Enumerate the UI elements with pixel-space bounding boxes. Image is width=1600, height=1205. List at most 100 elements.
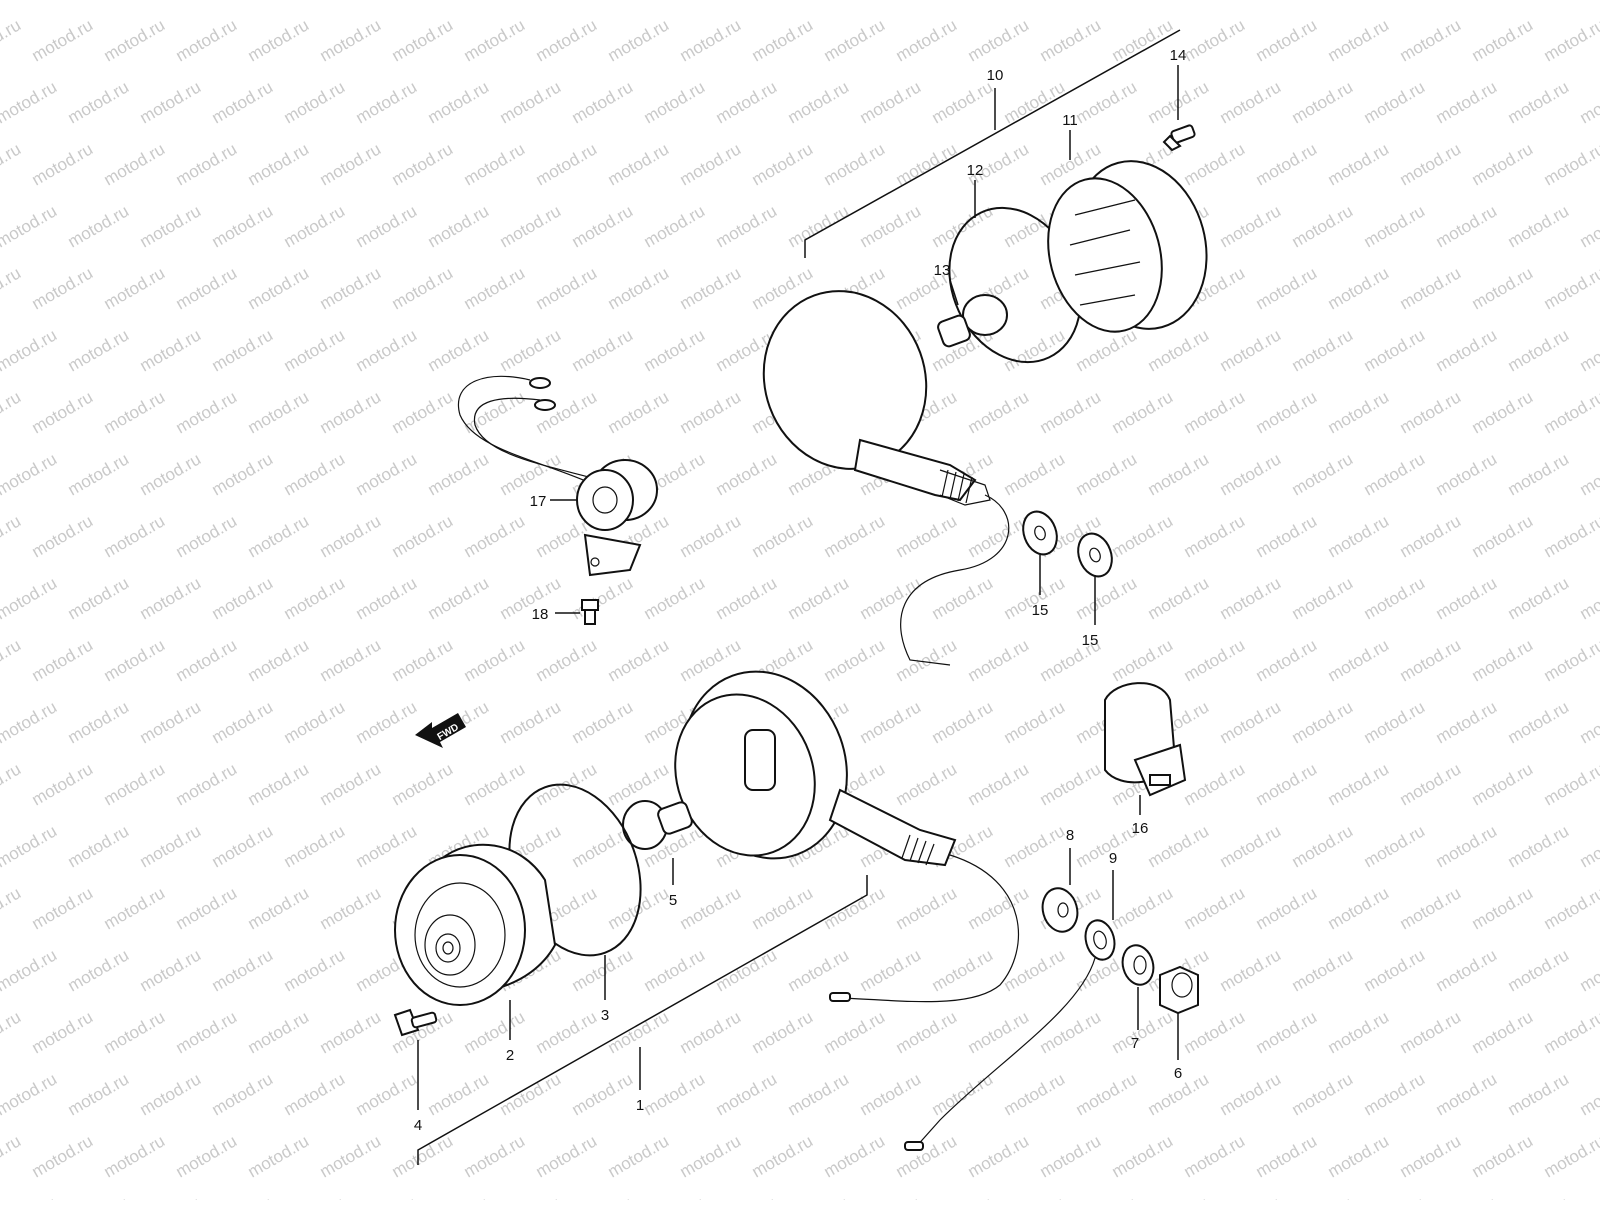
watermark-text: motod.ru xyxy=(1001,1069,1069,1119)
watermark-text: motod.ru xyxy=(1145,821,1213,871)
watermark-text: motod.ru xyxy=(281,1193,349,1200)
watermark-text: motod.ru xyxy=(245,387,313,437)
watermark-text: motod.ru xyxy=(1073,449,1141,499)
watermark-text: motod.ru xyxy=(1361,77,1429,127)
watermark-text: motod.ru xyxy=(857,1193,925,1200)
watermark-text: motod.ru xyxy=(641,945,709,995)
watermark-text: motod.ru xyxy=(317,1131,385,1181)
watermark-text: motod.ru xyxy=(245,139,313,189)
watermark-text: motod.ru xyxy=(317,635,385,685)
watermark-text: motod.ru xyxy=(461,1007,529,1057)
watermark-text: motod.ru xyxy=(965,387,1033,437)
watermark-text: motod.ru xyxy=(29,139,97,189)
watermark-text: motod.ru xyxy=(0,759,24,809)
watermark-text: motod.ru xyxy=(1073,1193,1141,1200)
watermark-text: motod.ru xyxy=(569,325,637,375)
watermark-text: motod.ru xyxy=(569,1069,637,1119)
watermark-text: motod.ru xyxy=(209,1069,277,1119)
watermark-text: motod.ru xyxy=(29,387,97,437)
watermark-text: motod.ru xyxy=(209,697,277,747)
watermark-text: motod.ru xyxy=(65,573,133,623)
watermark-text: motod.ru xyxy=(677,387,745,437)
watermark-text: motod.ru xyxy=(317,883,385,933)
watermark-text: motod.ru xyxy=(137,821,205,871)
watermark-text: motod.ru xyxy=(1181,759,1249,809)
watermark-text: motod.ru xyxy=(1037,1131,1105,1181)
watermark-text: motod.ru xyxy=(209,325,277,375)
watermark-text: motod.ru xyxy=(1325,511,1393,561)
watermark-text: motod.ru xyxy=(605,1007,673,1057)
watermark-text: motod.ru xyxy=(1541,15,1600,65)
watermark-text: motod.ru xyxy=(1577,201,1600,251)
watermark-text: motod.ru xyxy=(353,77,421,127)
watermark-text: motod.ru xyxy=(1181,883,1249,933)
watermark-text: motod.ru xyxy=(65,325,133,375)
watermark-text: motod.ru xyxy=(965,15,1033,65)
watermark-text: motod.ru xyxy=(0,635,24,685)
watermark-text: motod.ru xyxy=(1109,15,1177,65)
callout-8: 8 xyxy=(1066,827,1074,844)
watermark-text: motod.ru xyxy=(1361,1193,1429,1200)
watermark-text: motod.ru xyxy=(1541,139,1600,189)
watermark-text: motod.ru xyxy=(1361,449,1429,499)
watermark-text: motod.ru xyxy=(641,325,709,375)
watermark-text: motod.ru xyxy=(101,511,169,561)
watermark-text: motod.ru xyxy=(749,1131,817,1181)
watermark-text: motod.ru xyxy=(281,821,349,871)
watermark-text: motod.ru xyxy=(1217,449,1285,499)
watermark-text: motod.ru xyxy=(785,1069,853,1119)
watermark-text: motod.ru xyxy=(245,1131,313,1181)
watermark-text: motod.ru xyxy=(1433,1069,1501,1119)
watermark-text: motod.ru xyxy=(1001,1193,1069,1200)
watermark-text: motod.ru xyxy=(1217,1193,1285,1200)
watermark-text: motod.ru xyxy=(173,759,241,809)
watermark-text: motod.ru xyxy=(1433,573,1501,623)
callout-9: 9 xyxy=(1109,850,1117,867)
watermark-text: motod.ru xyxy=(0,77,60,127)
watermark-text: motod.ru xyxy=(1397,1131,1465,1181)
watermark-text: motod.ru xyxy=(1217,0,1285,3)
callout-15a: 15 xyxy=(1032,602,1049,619)
watermark-text: motod.ru xyxy=(893,759,961,809)
watermark-text: motod.ru xyxy=(101,759,169,809)
watermark-text: motod.ru xyxy=(1289,1193,1357,1200)
watermark-text: motod.ru xyxy=(1397,511,1465,561)
watermark-text: motod.ru xyxy=(389,1131,457,1181)
watermark-text: motod.ru xyxy=(1253,759,1321,809)
watermark-text: motod.ru xyxy=(1505,0,1573,3)
watermark-text: motod.ru xyxy=(569,1193,637,1200)
watermark-text: motod.ru xyxy=(1469,1131,1537,1181)
watermark-text: motod.ru xyxy=(641,0,709,3)
watermark-text: motod.ru xyxy=(1253,1131,1321,1181)
watermark-text: motod.ru xyxy=(1361,1069,1429,1119)
watermark-text: motod.ru xyxy=(1469,387,1537,437)
watermark-text: motod.ru xyxy=(137,1069,205,1119)
watermark-text: motod.ru xyxy=(1361,325,1429,375)
watermark-text: motod.ru xyxy=(1145,1193,1213,1200)
watermark-text: motod.ru xyxy=(1577,945,1600,995)
watermark-text: motod.ru xyxy=(569,77,637,127)
watermark-text: motod.ru xyxy=(677,1131,745,1181)
watermark-text: motod.ru xyxy=(497,449,565,499)
watermark-text: motod.ru xyxy=(65,1069,133,1119)
watermark-text: motod.ru xyxy=(1433,0,1501,3)
callout-4: 4 xyxy=(414,1117,422,1134)
watermark-text: motod.ru xyxy=(497,0,565,3)
watermark-text: motod.ru xyxy=(281,1069,349,1119)
watermark-text: motod.ru xyxy=(533,1007,601,1057)
watermark-text: motod.ru xyxy=(65,697,133,747)
watermark-text: motod.ru xyxy=(1217,1069,1285,1119)
watermark-text: motod.ru xyxy=(749,883,817,933)
watermark-text: motod.ru xyxy=(713,1069,781,1119)
watermark-text: motod.ru xyxy=(749,15,817,65)
watermark-text: motod.ru xyxy=(245,883,313,933)
watermark-text: motod.ru xyxy=(353,325,421,375)
watermark-text: motod.ru xyxy=(281,449,349,499)
watermark-text: motod.ru xyxy=(1469,759,1537,809)
watermark-text: motod.ru xyxy=(389,263,457,313)
watermark-text: motod.ru xyxy=(0,0,60,3)
watermark-text: motod.ru xyxy=(1325,387,1393,437)
watermark-text: motod.ru xyxy=(317,1007,385,1057)
watermark-text: motod.ru xyxy=(1541,759,1600,809)
